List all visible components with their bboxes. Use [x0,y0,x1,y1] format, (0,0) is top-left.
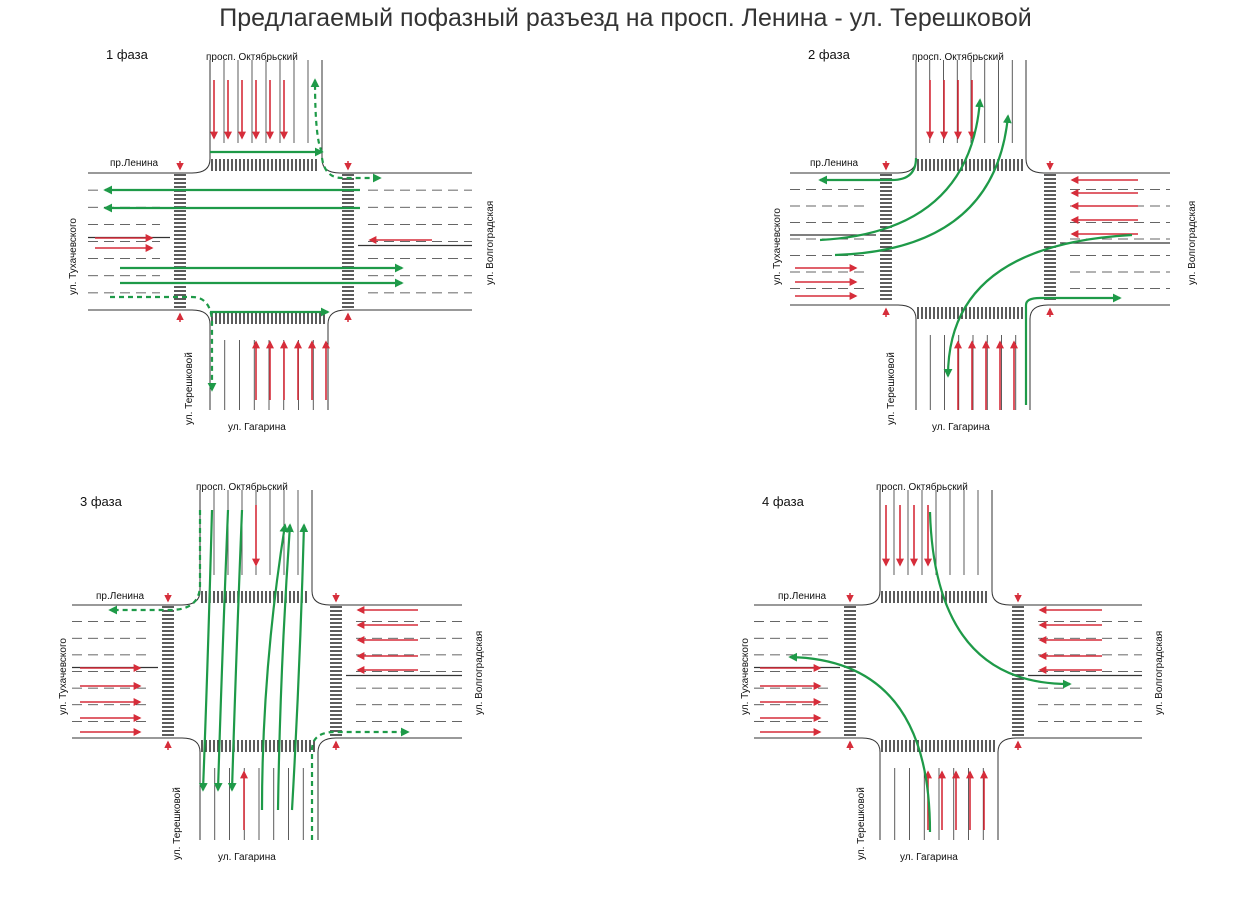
west-top-street-label: пр.Ленина [778,591,827,602]
road-corner [317,737,337,753]
road-corner [191,309,211,325]
phase-1-panel: 1 фаза просп. Октябрьский пр.Ленина ул. … [0,40,620,480]
road-corner [1029,304,1049,320]
road-corner [321,158,341,174]
north-street-label: просп. Октябрьский [876,482,968,493]
movement-arrow [310,727,410,840]
movement-arrow [213,509,230,792]
phase-label: 1 фаза [106,47,148,62]
north-street-label: просп. Октябрьский [206,52,298,63]
movement-arrow [1024,293,1122,405]
road-corner [1025,158,1045,174]
phase-2-diagram [790,60,1170,410]
road-corner [861,737,881,753]
diagram-title: Предлагаемый пофазный разъезд на просп. … [219,4,1032,32]
movement-arrow [320,157,382,183]
south-street-label: ул. Гагарина [228,422,286,433]
movement-arrow [943,233,1133,378]
phase-3-panel: 3 фаза просп. Октябрьский пр.Ленина ул. … [0,470,620,910]
movement-arrow [834,114,1012,257]
road-corner [311,590,331,606]
phase-label: 4 фаза [762,494,804,509]
movement-arrow [198,509,214,792]
south-street-label: ул. Гагарина [900,852,958,863]
movement-arrow [110,295,217,392]
west-top-street-label: пр.Ленина [810,158,859,169]
movement-arrow [276,523,294,811]
movement-arrow [310,78,323,153]
west-top-street-label: пр.Ленина [110,158,159,169]
west-top-street-label: пр.Ленина [96,591,145,602]
movement-arrow [818,157,918,185]
road-corner [191,158,211,174]
road-corner [991,590,1011,606]
phase-label: 3 фаза [80,494,122,509]
road-corner [181,737,201,753]
road-corner [327,309,347,325]
phase-4-diagram [754,490,1142,840]
movement-arrow [819,98,984,242]
south-street-label: ул. Гагарина [932,422,990,433]
movement-arrow [788,652,932,833]
phase-3-diagram [72,490,462,840]
movement-arrow [260,523,289,811]
movement-arrow [290,523,309,811]
phase-1-diagram [88,60,472,410]
road-corner [997,737,1017,753]
road-corner [861,590,881,606]
south-street-label: ул. Гагарина [218,852,276,863]
movement-arrow [227,509,244,792]
phase-label: 2 фаза [808,47,850,62]
movement-arrow [108,510,202,615]
north-street-label: просп. Октябрьский [912,52,1004,63]
phase-4-panel: 4 фаза просп. Октябрьский пр.Ленина ул. … [630,470,1250,910]
road-corner [181,590,201,606]
north-street-label: просп. Октябрьский [196,482,288,493]
phase-2-panel: 2 фаза просп. Октябрьский пр.Ленина ул. … [630,40,1250,480]
road-corner [897,304,917,320]
movement-arrow [928,511,1072,689]
